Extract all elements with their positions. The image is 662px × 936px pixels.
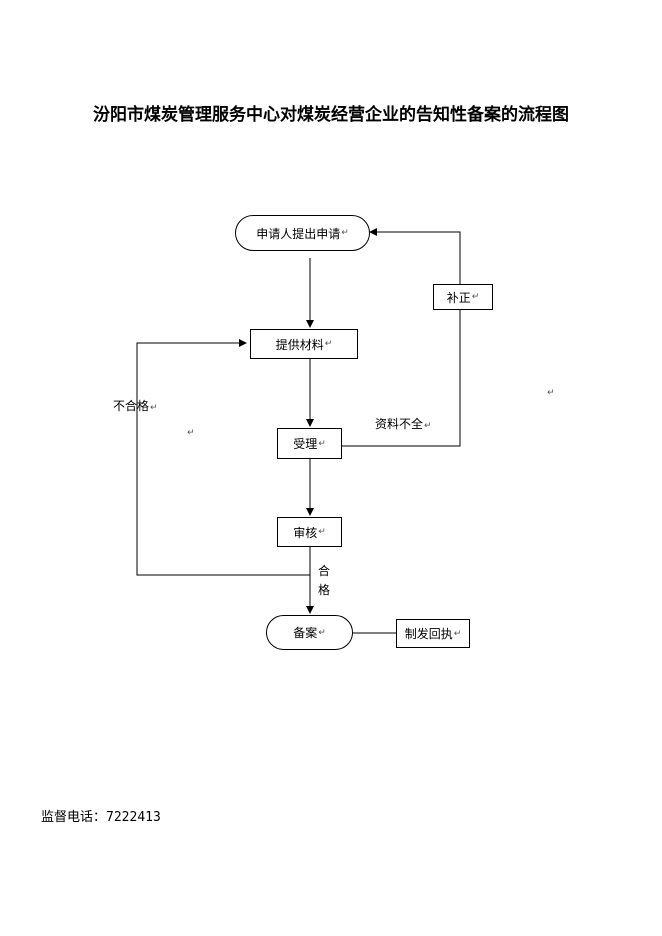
receipt-label: 制发回执 <box>404 627 453 641</box>
record-label: 备案 <box>293 626 318 640</box>
record-node: 备案↵ <box>266 615 353 650</box>
provide-label: 提供材料 <box>275 337 324 352</box>
phone-number: 7222413 <box>106 810 161 825</box>
apply-label: 申请人提出申请 <box>256 226 341 241</box>
unqualified-label: 不合格↵ <box>113 399 158 413</box>
qualified-label-bottom: 格 <box>318 583 331 597</box>
accept-label: 受理 <box>293 437 318 451</box>
supervision-phone: 监督电话：7222413 <box>41 806 161 825</box>
arrow-incomplete-loop <box>342 228 461 447</box>
correct-node: 补正↵ <box>433 284 493 310</box>
incomplete-label: 资料不全↵ <box>375 417 432 431</box>
stray-return-mark: ↵ <box>547 388 555 398</box>
review-label: 审核 <box>293 525 318 540</box>
provide-node: 提供材料↵ <box>250 329 358 359</box>
accept-node: 受理↵ <box>277 428 342 459</box>
stray-return-mark: ↵ <box>187 428 195 438</box>
correct-label: 补正 <box>446 290 471 305</box>
page-title: 汾阳市煤炭管理服务中心对煤炭经营企业的告知性备案的流程图 <box>93 105 569 125</box>
arrow-unqualified-loop <box>136 339 310 576</box>
phone-label: 监督电话： <box>41 810 107 825</box>
review-node: 审核↵ <box>277 517 342 547</box>
qualified-label-top: 合 <box>318 564 331 578</box>
receipt-node: 制发回执↵ <box>396 619 470 648</box>
apply-node: 申请人提出申请↵ <box>235 215 370 251</box>
